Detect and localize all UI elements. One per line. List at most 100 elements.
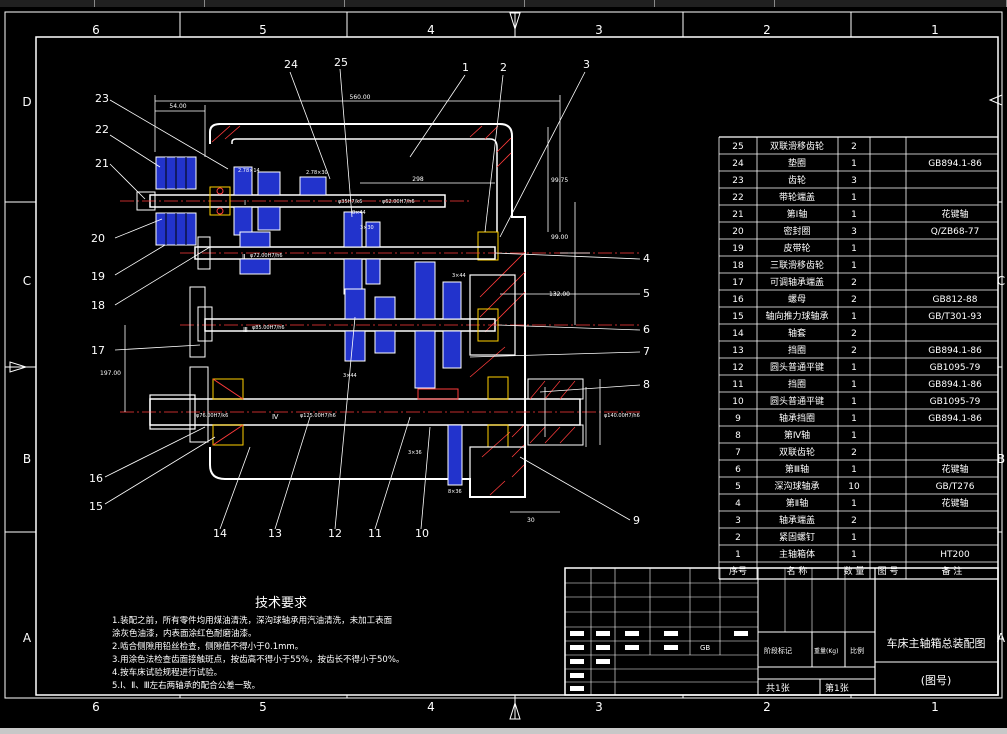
adjustable-bearing-cover[interactable]: [189, 286, 206, 358]
gear-ii-b-low[interactable]: [365, 258, 381, 285]
sheet-number: 第1张: [825, 682, 849, 694]
parts-row-name: 第Ⅱ轴: [786, 497, 808, 509]
spindle-flange-bottom[interactable]: [527, 424, 584, 446]
bearing-i[interactable]: [209, 186, 231, 216]
balloon: 1: [462, 61, 469, 74]
gear-iii-b[interactable]: [374, 296, 396, 320]
tab-segment[interactable]: [345, 0, 525, 7]
parts-row-name: 轴承挡圈: [779, 412, 815, 424]
tab-segment[interactable]: [775, 0, 1007, 7]
col-label: 4: [427, 700, 435, 714]
parts-row-no: 24: [732, 159, 744, 169]
parts-row-no: 7: [735, 448, 741, 458]
drawing-canvas[interactable]: 6 5 4 3 2 1 6 5 4 3 2 1 D C B A C B A: [0, 7, 1007, 728]
parts-row-name: 圆头普通平键: [770, 395, 824, 407]
balloon: 23: [95, 92, 109, 105]
parts-row-qty: 1: [851, 261, 857, 271]
shaft-label-i: Ⅰ: [244, 199, 246, 207]
fit-iv-a: φ76.00H7/k6: [196, 413, 228, 419]
parts-row-no: 25: [732, 142, 743, 152]
col-label: 1: [931, 700, 939, 714]
parts-row-remark: GB894.1-86: [928, 414, 982, 424]
tab-segment[interactable]: [0, 0, 95, 7]
shaft-numerals: Ⅰ Ⅱ Ⅲ Ⅳ: [242, 199, 279, 421]
parts-row-name: 三联滑移齿轮: [770, 259, 824, 271]
balloon: 17: [91, 344, 105, 357]
balloon: 25: [334, 56, 348, 69]
parts-row-remark: 花键轴: [941, 497, 968, 509]
gear-i-a[interactable]: [233, 166, 253, 196]
shaft-i-nut[interactable]: [136, 191, 156, 211]
dim-54: 54.00: [169, 103, 186, 110]
parts-row-no: 22: [732, 193, 743, 203]
gear-iii-c-low[interactable]: [414, 330, 436, 389]
gear-i-b-low[interactable]: [257, 206, 281, 231]
shaft-label-ii: Ⅱ: [242, 253, 245, 261]
sheet-total: 共1张: [766, 683, 790, 694]
col-label: 1: [931, 23, 939, 37]
bearing-iv-right-top[interactable]: [487, 376, 509, 400]
parts-row-remark: Q/ZB68-77: [931, 227, 980, 237]
bearing-end-cover[interactable]: [469, 274, 516, 356]
dim-197: 197.00: [100, 370, 121, 377]
gear-ii-c-low[interactable]: [239, 258, 271, 275]
parts-row-qty: 3: [851, 176, 857, 186]
bearing-iv-left-bottom[interactable]: [212, 424, 244, 446]
parts-header-drawing: 图 号: [878, 566, 899, 577]
parts-row-no: 1: [735, 550, 741, 560]
balloon: 19: [91, 270, 105, 283]
parts-row-name: 可调轴承端盖: [770, 276, 824, 288]
parts-row-qty: 1: [851, 159, 857, 169]
row-label: D: [22, 95, 31, 109]
gear-iii-b-low[interactable]: [374, 330, 396, 354]
gear-iv-main[interactable]: [447, 424, 463, 486]
parts-row-qty: 1: [851, 431, 857, 441]
dimension-lines: [124, 95, 601, 513]
stage-mark-label: 阶段标记: [764, 646, 792, 655]
dim-99-75: 99.75: [551, 177, 568, 184]
gear-iii-a-low[interactable]: [344, 330, 366, 362]
spindle-flange-top[interactable]: [527, 378, 584, 400]
bearing-ii-left[interactable]: [197, 236, 211, 270]
balloon: 12: [328, 527, 342, 540]
bearing-iv-left-top[interactable]: [212, 378, 244, 400]
gear-iii-d-low[interactable]: [442, 330, 462, 369]
parts-row-no: 11: [732, 380, 743, 390]
gear-iii-a[interactable]: [344, 288, 366, 320]
drawing-number: (图号): [921, 674, 952, 687]
balloon: 5: [643, 287, 650, 300]
col-label: 2: [763, 700, 771, 714]
gear-iv-hub[interactable]: [417, 388, 459, 400]
balloon: 8: [643, 378, 650, 391]
parts-row-no: 6: [735, 465, 741, 475]
parts-row-name: 轴承端盖: [779, 514, 815, 526]
tech-req-line: 2.啮合侧隙用铅丝检查，侧隙值不得小于0.1mm。: [112, 641, 303, 652]
gear-iii-c[interactable]: [414, 261, 436, 320]
balloon: 9: [633, 514, 640, 527]
spindle-end-cover[interactable]: [469, 446, 526, 498]
parts-row-remark: HT200: [940, 550, 970, 560]
spindle-front-cover[interactable]: [189, 366, 209, 443]
gear-ii-b[interactable]: [365, 221, 381, 248]
row-label: C: [23, 274, 31, 288]
gear-iii-d[interactable]: [442, 281, 462, 320]
tab-segment[interactable]: [655, 0, 775, 7]
gear-ii-a[interactable]: [343, 211, 363, 248]
col-label: 3: [595, 700, 603, 714]
tab-segment[interactable]: [205, 0, 345, 7]
gear-i-c[interactable]: [299, 176, 327, 196]
gear-ii-c[interactable]: [239, 231, 271, 248]
tab-segment[interactable]: [525, 0, 655, 7]
col-label: 5: [259, 700, 267, 714]
centering-marks: [5, 12, 1003, 720]
bearing-ii-right[interactable]: [477, 231, 499, 261]
fit-ii: φ72.00H7/h6: [250, 253, 283, 259]
parts-row-remark: 花键轴: [941, 463, 968, 475]
tab-segment[interactable]: [95, 0, 205, 7]
col-label: 5: [259, 23, 267, 37]
gear-i-b[interactable]: [257, 171, 281, 196]
balloon: 4: [643, 252, 650, 265]
housing-inner-wall: [231, 138, 498, 232]
parts-row-name: 深沟球轴承: [774, 480, 819, 492]
gear-i-a-low[interactable]: [233, 206, 253, 236]
